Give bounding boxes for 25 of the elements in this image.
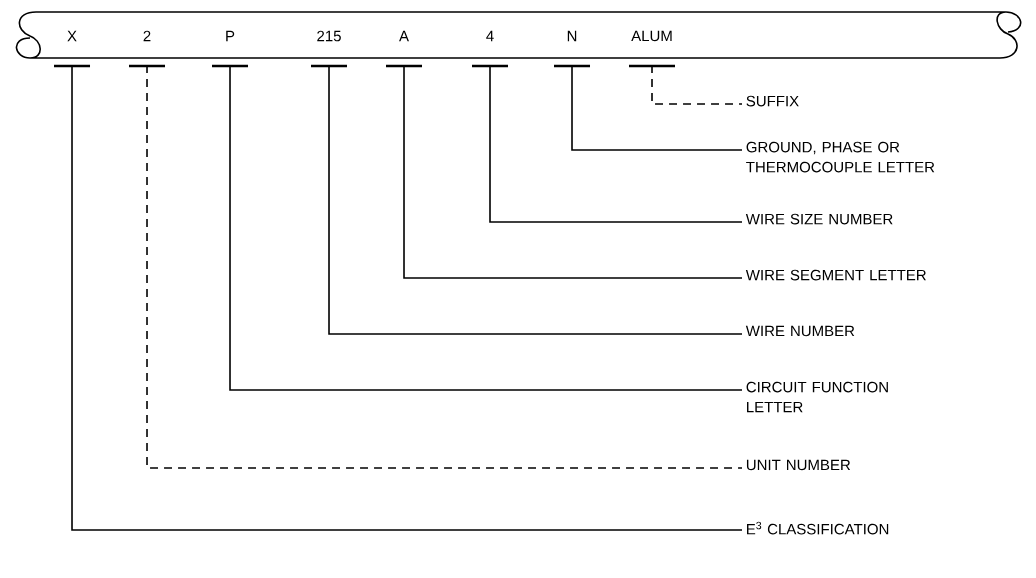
wire-band-drawing xyxy=(15,11,1022,59)
code-letter: 215 xyxy=(317,30,341,42)
code-letter: A xyxy=(399,30,409,42)
leader-line xyxy=(571,64,743,151)
code-letter: 2 xyxy=(143,30,151,42)
description-label: GROUND, PHASE OR THERMOCOUPLE LETTER xyxy=(746,141,935,173)
leader-line xyxy=(146,64,743,469)
code-letter: P xyxy=(226,30,235,42)
code-letter: ALUM xyxy=(631,30,672,42)
code-letter: X xyxy=(67,30,77,42)
code-letter: 4 xyxy=(486,30,494,42)
description-label: CIRCUIT FUNCTION LETTER xyxy=(746,381,888,413)
leader-line xyxy=(328,64,743,335)
description-label: UNIT NUMBER xyxy=(746,459,851,471)
leader-line xyxy=(651,64,743,105)
leader-line xyxy=(229,64,743,391)
leader-line xyxy=(71,64,743,531)
description-label: WIRE SIZE NUMBER xyxy=(745,213,893,225)
code-letter: N xyxy=(567,30,577,42)
leader-line xyxy=(489,64,743,223)
description-label: E$^{3}$ CLASSIFICATION xyxy=(747,521,889,535)
description-label: WIRE SEGMENT LETTER xyxy=(745,269,926,281)
leader-line xyxy=(403,64,743,279)
description-label: SUFFIX xyxy=(746,95,799,107)
description-label: WIRE NUMBER xyxy=(745,325,855,337)
